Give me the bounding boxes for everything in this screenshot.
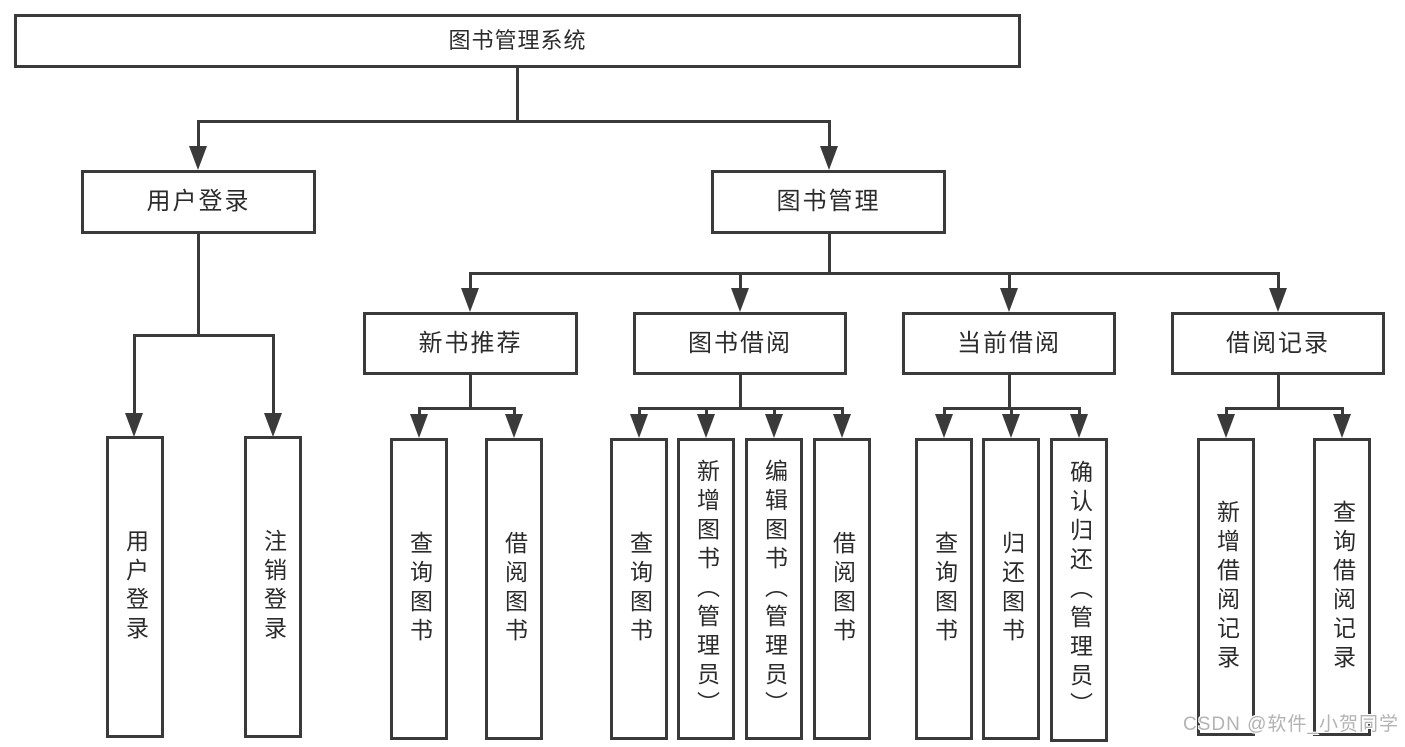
- node-current-borrow: 当前借阅: [902, 312, 1116, 375]
- connector-stub-leaf-login: [133, 334, 136, 416]
- arrowhead-g2-borrow: [833, 414, 851, 438]
- arrowhead-book-borrow: [731, 288, 749, 312]
- connector-root-trunk: [516, 68, 519, 122]
- connector-g4-stub-1: [1225, 407, 1228, 419]
- node-library-system: 图书管理系统: [14, 14, 1021, 68]
- arrowhead-g4-query: [1333, 414, 1351, 438]
- connector-root-branch: [197, 120, 831, 123]
- leaf-logout: 注销登录: [244, 436, 302, 738]
- connector-mgmt-branch: [469, 272, 1280, 275]
- leaf-rec-borrow-books: 借阅图书: [485, 438, 543, 740]
- leaf-add-borrow-record: 新增借阅记录: [1197, 438, 1255, 736]
- leaf-add-book-admin: 新增图书（管理员）: [677, 438, 735, 740]
- arrowhead-g2-add: [697, 414, 715, 438]
- arrowhead-user-login: [189, 146, 207, 170]
- connector-login-branch: [133, 334, 275, 337]
- arrowhead-g3-confirm: [1070, 414, 1088, 438]
- connector-g1-branch: [418, 407, 516, 410]
- arrowhead-g4-add: [1217, 414, 1235, 438]
- arrowhead-leaf-login: [125, 413, 143, 437]
- connector-stub-user-login: [197, 120, 200, 148]
- connector-g1-stub-2: [513, 407, 516, 419]
- arrowhead-book-management: [820, 146, 838, 170]
- leaf-confirm-return-admin: 确认归还（管理员）: [1050, 438, 1108, 742]
- node-new-book-recommend: 新书推荐: [363, 312, 578, 375]
- leaf-user-login: 用户登录: [106, 436, 164, 738]
- connector-g2-trunk: [739, 375, 742, 410]
- connector-g3-stub-1: [943, 407, 946, 419]
- arrowhead-leaf-logout: [264, 413, 282, 437]
- node-user-login: 用户登录: [81, 170, 316, 234]
- node-book-borrow: 图书借阅: [633, 312, 847, 375]
- leaf-borrow-books: 借阅图书: [813, 438, 871, 740]
- leaf-return-books: 归还图书: [982, 438, 1040, 740]
- arrowhead-g2-edit: [765, 414, 783, 438]
- csdn-watermark: CSDN @软件_小贺同学: [1183, 714, 1399, 735]
- connector-g2-stub-1: [638, 407, 641, 419]
- connector-stub-leaf-logout: [272, 334, 275, 416]
- connector-mgmt-trunk: [828, 234, 831, 275]
- arrowhead-g2-query: [630, 414, 648, 438]
- connector-g4-stub-2: [1341, 407, 1344, 419]
- leaf-borrow-query-books: 查询图书: [610, 438, 668, 740]
- connector-g4-trunk: [1277, 375, 1280, 410]
- arrowhead-g3-query: [935, 414, 953, 438]
- connector-login-trunk: [197, 234, 200, 337]
- connector-g4-branch: [1225, 407, 1344, 410]
- connector-g2-branch: [638, 407, 843, 410]
- leaf-current-query-books: 查询图书: [915, 438, 973, 740]
- connector-g3-stub-3: [1078, 407, 1081, 419]
- node-borrow-records: 借阅记录: [1171, 312, 1385, 375]
- leaf-rec-query-books: 查询图书: [390, 438, 448, 740]
- arrowhead-g3-return: [1002, 414, 1020, 438]
- connector-stub-current-borrow: [1008, 272, 1011, 292]
- connector-g2-stub-4: [841, 407, 844, 419]
- arrowhead-current-borrow: [1000, 288, 1018, 312]
- arrowhead-g1-query: [410, 414, 428, 438]
- arrowhead-new-book: [461, 288, 479, 312]
- connector-g1-trunk: [469, 375, 472, 410]
- node-book-management: 图书管理: [711, 170, 946, 234]
- arrowhead-g1-borrow: [505, 414, 523, 438]
- connector-g2-stub-3: [773, 407, 776, 419]
- connector-stub-book-borrow: [739, 272, 742, 292]
- connector-g3-stub-2: [1010, 407, 1013, 419]
- connector-g3-trunk: [1008, 375, 1011, 410]
- connector-stub-book-management: [828, 120, 831, 148]
- connector-stub-new-book: [469, 272, 472, 292]
- connector-stub-borrow-records: [1277, 272, 1280, 292]
- connector-g2-stub-2: [705, 407, 708, 419]
- leaf-edit-book-admin: 编辑图书（管理员）: [745, 438, 803, 740]
- arrowhead-borrow-records: [1269, 288, 1287, 312]
- connector-g1-stub-1: [418, 407, 421, 419]
- leaf-query-borrow-record: 查询借阅记录: [1313, 438, 1371, 736]
